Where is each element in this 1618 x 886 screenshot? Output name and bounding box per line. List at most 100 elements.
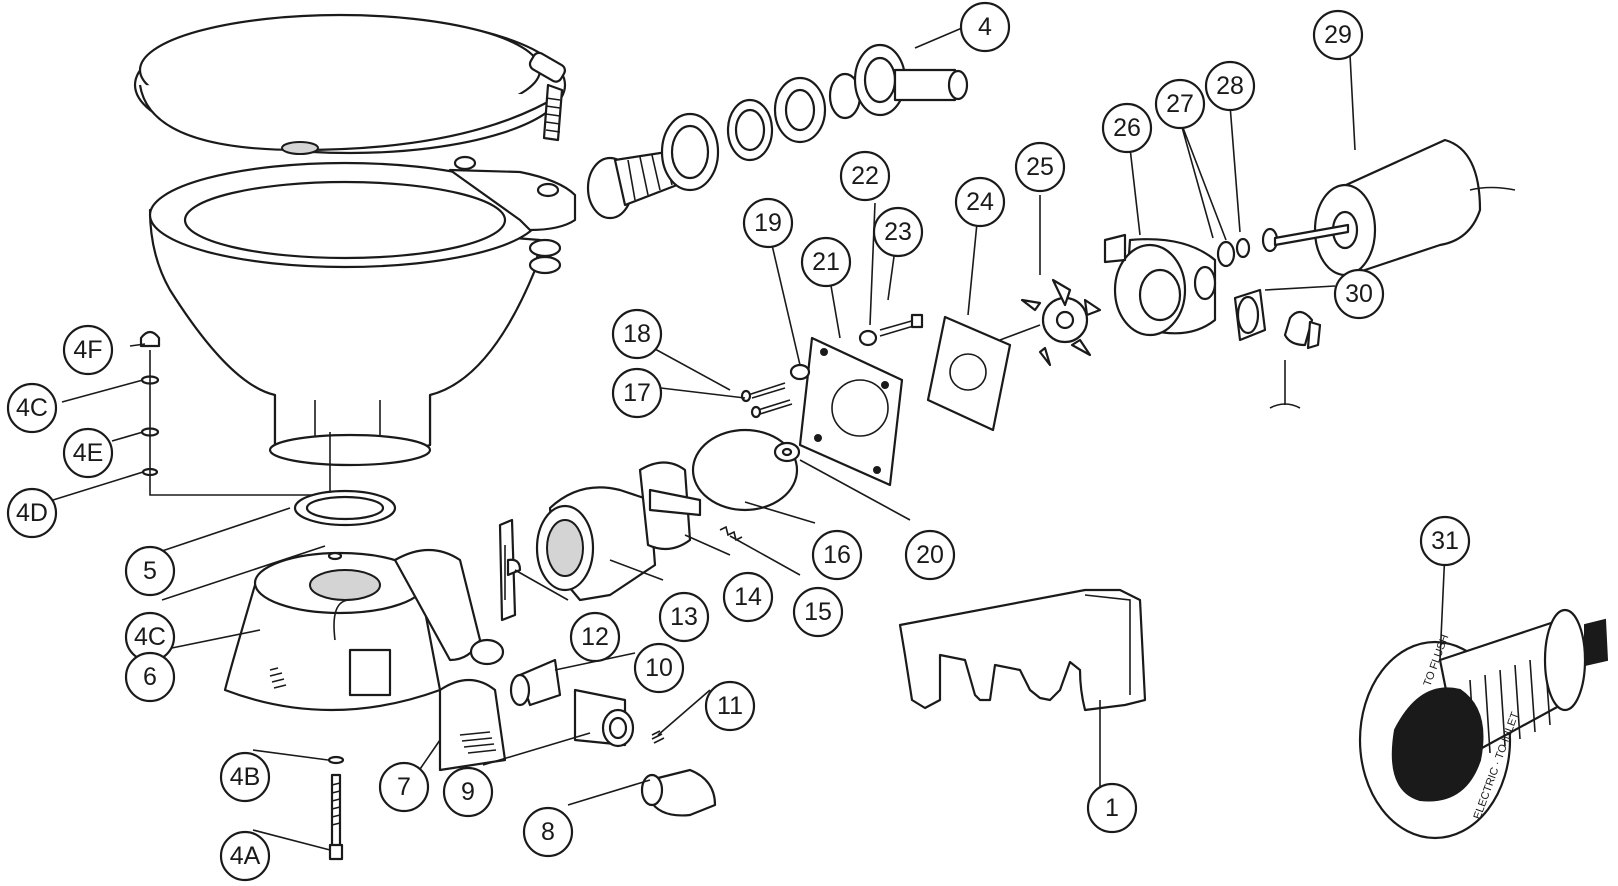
gasket-16	[691, 428, 799, 512]
svg-text:7: 7	[397, 773, 411, 801]
callout-4c-bottom: 4C	[124, 611, 176, 663]
svg-text:4D: 4D	[16, 499, 48, 527]
svg-text:6: 6	[143, 663, 157, 691]
flapper-14	[638, 461, 702, 551]
callout-7: 7	[378, 761, 430, 813]
svg-text:14: 14	[734, 583, 762, 611]
impeller-25	[999, 278, 1102, 367]
callout-27: 27	[1154, 78, 1206, 130]
callout-4a: 4A	[219, 830, 271, 882]
svg-text:4: 4	[978, 13, 992, 41]
intake-fittings	[586, 43, 969, 220]
toilet-lid	[133, 13, 567, 155]
svg-text:4C: 4C	[16, 394, 48, 422]
svg-text:18: 18	[623, 320, 651, 348]
flush-switch-31: TO FLUSH ELECTRIC · TO INLET	[1358, 608, 1609, 840]
svg-text:23: 23	[884, 218, 912, 246]
callout-14: 14	[722, 571, 774, 623]
callout-29: 29	[1312, 9, 1364, 61]
screws-22-23	[858, 313, 924, 347]
svg-text:15: 15	[804, 598, 832, 626]
svg-text:21: 21	[812, 248, 840, 276]
callout-30: 30	[1333, 268, 1385, 320]
impeller-housing-26	[1103, 233, 1217, 337]
svg-text:29: 29	[1324, 21, 1352, 49]
callout-5: 5	[124, 545, 176, 597]
pump-base	[223, 549, 505, 712]
svg-text:4B: 4B	[230, 763, 261, 791]
svg-text:4C: 4C	[134, 623, 166, 651]
callout-16: 16	[811, 529, 863, 581]
svg-text:9: 9	[461, 778, 475, 806]
leader-lines	[52, 27, 1446, 851]
svg-text:27: 27	[1166, 90, 1194, 118]
gasket-24	[926, 315, 1012, 432]
callout-26: 26	[1101, 102, 1153, 154]
callout-15: 15	[792, 586, 844, 638]
callout-19: 19	[742, 197, 794, 249]
callout-28: 28	[1204, 60, 1256, 112]
callout-31: 31	[1419, 515, 1471, 567]
callout-4f: 4F	[62, 324, 114, 376]
svg-text:11: 11	[717, 692, 743, 720]
callout-13: 13	[658, 591, 710, 643]
callout-6: 6	[124, 651, 176, 703]
svg-text:16: 16	[823, 541, 851, 569]
callout-21: 21	[800, 236, 852, 288]
svg-text:19: 19	[754, 209, 782, 237]
svg-text:8: 8	[541, 818, 555, 846]
callout-11: 11	[704, 680, 756, 732]
svg-text:31: 31	[1431, 527, 1459, 555]
valve-10	[509, 658, 562, 707]
valve-body-13	[535, 486, 657, 602]
screws-17-18-19-20	[740, 363, 811, 463]
svg-text:28: 28	[1216, 72, 1244, 100]
callout-4: 4	[959, 1, 1011, 53]
svg-text:20: 20	[916, 541, 944, 569]
svg-text:4F: 4F	[73, 336, 102, 364]
callout-23: 23	[872, 206, 924, 258]
valve-cover-7	[438, 678, 507, 772]
cover-1	[898, 588, 1147, 712]
callout-17: 17	[611, 367, 663, 419]
svg-text:1: 1	[1105, 794, 1119, 822]
callout-4d: 4D	[6, 487, 58, 539]
svg-text:4A: 4A	[230, 842, 261, 870]
callout-25: 25	[1014, 141, 1066, 193]
svg-text:17: 17	[623, 379, 651, 407]
seals-27-28	[1216, 227, 1279, 268]
toilet-bowl	[148, 155, 577, 467]
callout-4e: 4E	[62, 427, 114, 479]
callout-4b: 4B	[219, 751, 271, 803]
callout-18: 18	[611, 308, 663, 360]
spring-15	[719, 525, 743, 542]
plate-21	[798, 336, 904, 487]
svg-text:5: 5	[143, 557, 157, 585]
callout-24: 24	[954, 176, 1006, 228]
svg-text:30: 30	[1345, 280, 1373, 308]
svg-text:4E: 4E	[73, 439, 104, 467]
svg-text:22: 22	[851, 162, 879, 190]
callout-20: 20	[904, 529, 956, 581]
motor-29	[1273, 138, 1516, 277]
callout-12: 12	[569, 611, 621, 663]
callout-4c-top: 4C	[6, 382, 58, 434]
gasket-5	[293, 489, 397, 527]
svg-text:13: 13	[670, 603, 698, 631]
svg-text:10: 10	[645, 654, 673, 682]
cap-8	[640, 768, 717, 817]
callout-22: 22	[839, 150, 891, 202]
svg-text:25: 25	[1026, 153, 1054, 181]
callout-1: 1	[1086, 782, 1138, 834]
bolt-4a-4b	[327, 755, 345, 861]
svg-text:24: 24	[966, 188, 994, 216]
svg-text:26: 26	[1113, 114, 1141, 142]
fitting-9	[573, 688, 635, 748]
key-12	[498, 518, 522, 622]
bracket-30	[1233, 288, 1322, 409]
callout-10: 10	[633, 642, 685, 694]
callout-9: 9	[442, 766, 494, 818]
screw-11	[651, 730, 665, 744]
svg-text:12: 12	[581, 623, 609, 651]
